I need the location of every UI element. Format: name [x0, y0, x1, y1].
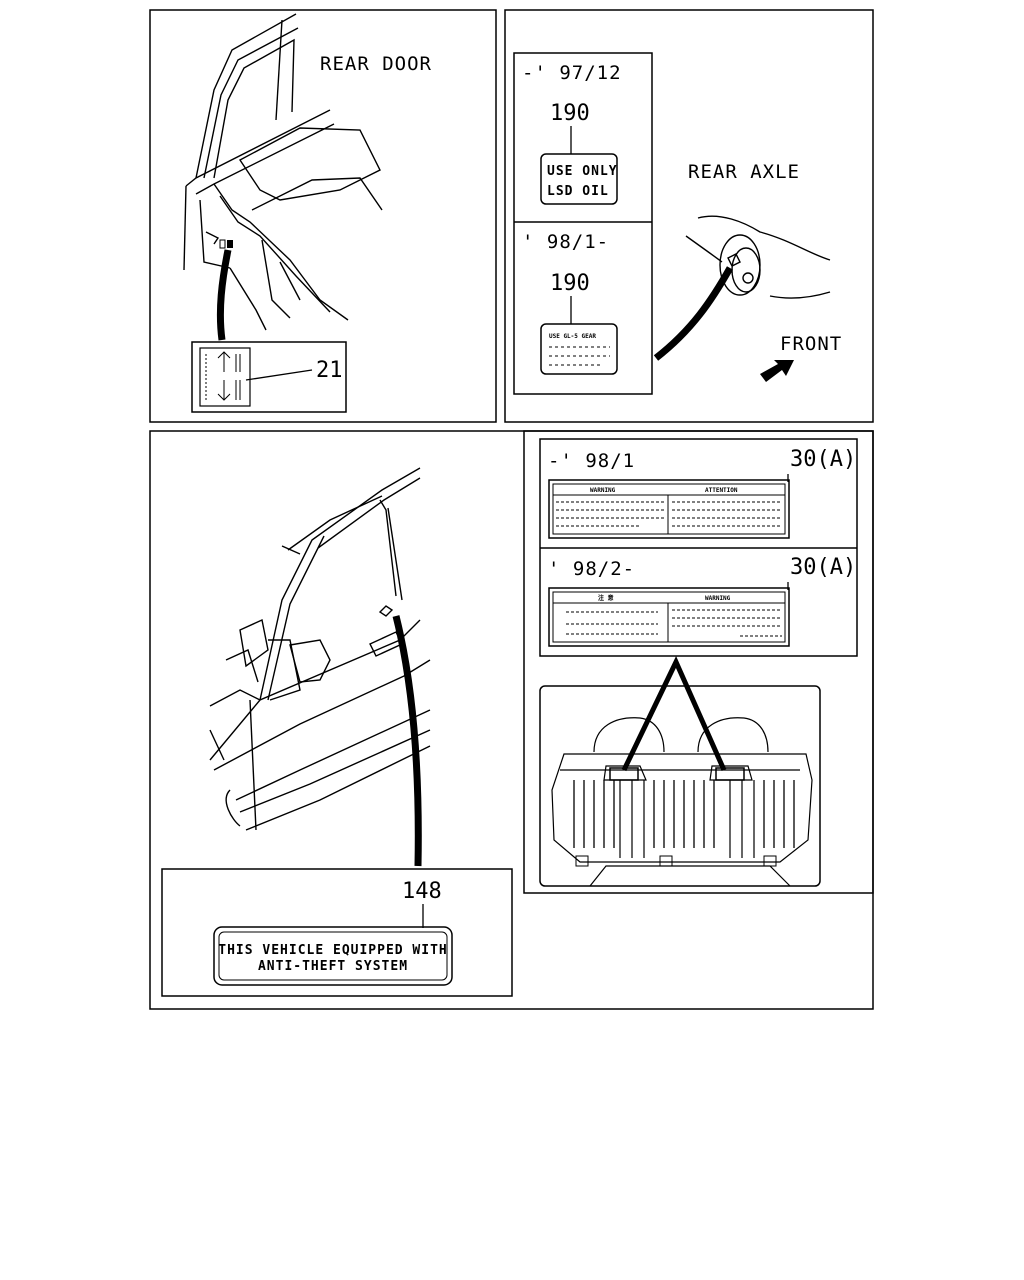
rear-door-title: REAR DOOR [320, 53, 432, 75]
warning-label-v1-right: ATTENTION [705, 487, 738, 494]
rear-axle-variant1-part-no: 190 [550, 101, 590, 126]
anti-theft-line1: THIS VEHICLE EQUIPPED WITH [218, 943, 448, 958]
rear-axle-title: REAR AXLE [688, 161, 800, 183]
cabin-interior-box [539, 685, 821, 887]
rear-door-label-21 [199, 347, 251, 407]
rear-axle-variant1-line1: USE ONLY [547, 164, 618, 179]
rear-door-callout: 21 [316, 358, 343, 383]
rear-axle-variants-box [513, 52, 653, 395]
rear-door-illustration [183, 13, 383, 331]
rear-axle-variant2-period: ' 98/1- [522, 231, 609, 253]
rear-axle-variant2-label [540, 323, 618, 375]
front-direction-label: FRONT [780, 333, 842, 355]
front-door-leader [392, 615, 422, 867]
warning-label-v2-right: WARNING [705, 595, 731, 602]
rear-door-label-location [219, 239, 226, 249]
anti-theft-line2: ANTI-THEFT SYSTEM [258, 959, 408, 974]
rear-axle-variant1-label [540, 153, 618, 205]
rear-axle-variant1-line2: LSD OIL [547, 184, 609, 199]
cabin-interior-illustration [551, 717, 813, 887]
rear-door-panel: REAR DOOR [149, 9, 497, 423]
front-arrow-icon [760, 360, 794, 382]
rear-axle-variant2-part-no: 190 [550, 271, 590, 296]
front-door-part-no: 148 [402, 879, 442, 904]
sun-visor-variant2-period: ' 98/2- [548, 558, 635, 580]
sun-visor-variant1-period: -' 98/1 [548, 450, 635, 472]
rear-axle-panel: REAR AXLE -' 97/12 190 USE ONLY LSD OIL … [504, 9, 874, 423]
rear-axle-variant1-period: -' 97/12 [522, 62, 622, 84]
warning-label-v1 [548, 479, 790, 539]
warning-label-v2 [548, 587, 790, 647]
warning-label-v1-left: WARNING [590, 487, 616, 494]
warning-label-v2-left: 注 意 [598, 594, 614, 602]
sun-visor-variant2-part-no: 30(A) [790, 555, 856, 580]
rear-door-leader [216, 249, 232, 341]
front-door-illustration [209, 467, 431, 831]
sun-visor-leader [621, 656, 727, 772]
rear-axle-leader [653, 266, 734, 361]
rear-axle-illustration [685, 215, 831, 299]
sun-visor-variant1-part-no: 30(A) [790, 447, 856, 472]
rear-axle-variant2-text: USE GL-5 GEAR [549, 333, 596, 340]
anti-theft-label [213, 926, 453, 986]
front-door-panel: 148 THIS VEHICLE EQUIPPED WITH ANTI-THEF… [149, 430, 874, 1010]
sun-visor-panel: -' 98/1 30(A) WARNING ATTENTION ' 98/2- … [523, 430, 874, 894]
